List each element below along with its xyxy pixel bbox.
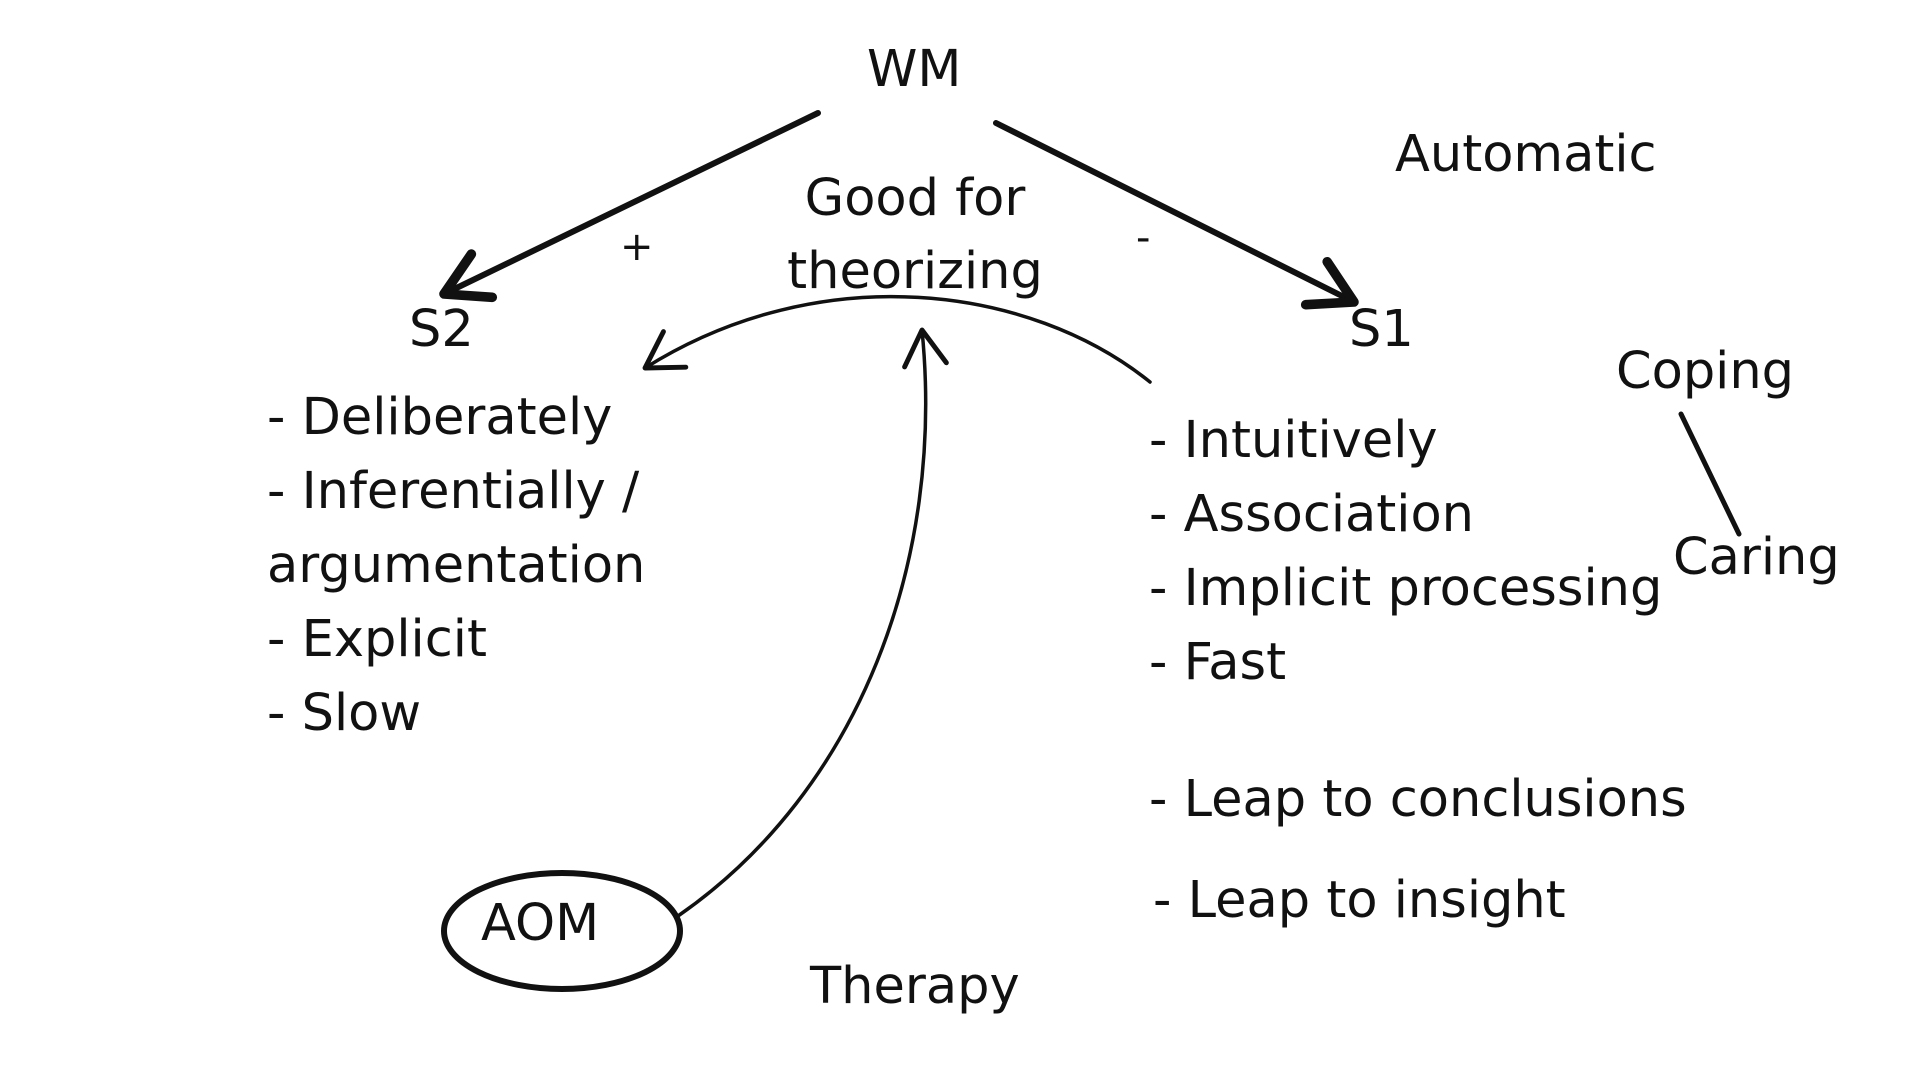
- list-item: argumentation: [267, 536, 646, 595]
- list-item: - Association: [1149, 485, 1475, 544]
- arrow-s1-to-s2-curve: [642, 294, 1152, 384]
- line-coping-caring: [1678, 411, 1742, 537]
- leap-to-conclusions: - Leap to conclusions: [1149, 770, 1687, 829]
- node-coping: Coping: [1616, 342, 1795, 401]
- node-s2: S2: [409, 300, 474, 359]
- list-item: - Implicit processing: [1149, 559, 1663, 618]
- list-item: - Fast: [1149, 633, 1287, 692]
- arrow-wm-to-s2: [439, 110, 821, 303]
- arrow-wm-to-s1: [993, 120, 1359, 310]
- sign-minus: -: [1136, 215, 1151, 261]
- node-automatic: Automatic: [1395, 125, 1657, 184]
- s1-attribute-list: - Intuitively - Association - Implicit p…: [1149, 404, 1662, 700]
- aom-ellipse: [441, 870, 683, 992]
- node-good-for-line1: Good for: [804, 169, 1026, 228]
- node-wm: WM: [867, 40, 962, 99]
- arrow-aom-to-theorizing: [676, 327, 949, 918]
- s2-attribute-list: - Deliberately - Inferentially / argumen…: [267, 381, 645, 751]
- node-aom: AOM: [481, 894, 600, 953]
- list-item: - Explicit: [267, 610, 487, 669]
- list-item: - Deliberately: [267, 388, 613, 447]
- list-item: - Intuitively: [1149, 411, 1438, 470]
- sign-plus: +: [620, 224, 654, 270]
- list-item: - Slow: [267, 684, 422, 743]
- node-s1: S1: [1349, 300, 1414, 359]
- node-caring: Caring: [1673, 528, 1840, 587]
- list-item: - Inferentially /: [267, 462, 640, 521]
- node-good-for-line2: theorizing: [787, 242, 1043, 301]
- node-therapy: Therapy: [810, 957, 1020, 1016]
- leap-to-insight: - Leap to insight: [1153, 871, 1566, 930]
